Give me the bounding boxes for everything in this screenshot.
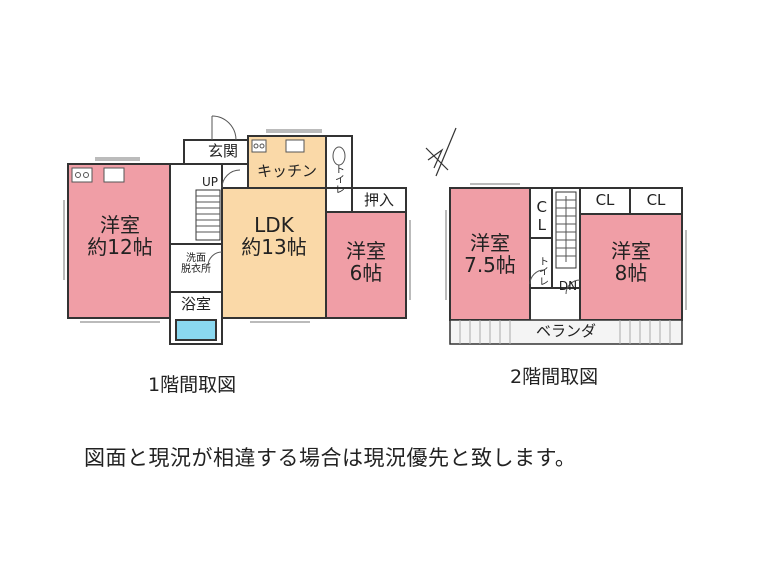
floor1-western-left-area	[67, 163, 171, 319]
floor2-western-left-label: 洋室 7.5帖	[450, 232, 530, 277]
floor1-western-right-area	[325, 211, 407, 319]
floor2-door-swings	[529, 269, 581, 295]
floor2-stair-treads	[556, 196, 576, 262]
floor1-entrance-area	[183, 139, 249, 165]
floor2-toilet-area	[529, 237, 553, 289]
notice-text: 図面と現況が相違する場合は現況優先と致します。	[84, 446, 577, 470]
floor2-caption: 2階間取図	[510, 366, 599, 388]
floor2-stairs-down-label: DN	[558, 279, 578, 293]
floor2-closet-c-label: CL	[646, 191, 666, 209]
floor2-closet-c-area	[629, 187, 683, 215]
floor2-closet-b-area	[579, 187, 631, 215]
floor2-balcony-hatch	[459, 320, 671, 344]
floor1-kitchen-label: キッチン	[256, 162, 317, 180]
floor1-storage-label: 押入	[363, 191, 394, 209]
floor1-ldk-text: LDK 約13帖	[241, 213, 307, 260]
floor1-western-left-text: 洋室 約12帖	[87, 213, 153, 260]
floor1-stairs-up-label: UP	[201, 175, 219, 189]
floor1-western-left-label: 洋室 約12帖	[70, 214, 170, 259]
floor2-western-left-text: 洋室 7.5帖	[464, 231, 516, 278]
floor2-toilet-label: トイレ	[536, 256, 548, 286]
floor2-closet-b-label: CL	[595, 191, 615, 209]
floor1-bath-label: 浴室	[180, 295, 211, 313]
floor1-entrance-label: 玄関	[207, 142, 238, 160]
floor2-western-right-label: 洋室 8帖	[580, 240, 682, 285]
floor2-windows	[445, 183, 687, 310]
floor2-western-right-area	[579, 213, 683, 321]
north-arrow-icon	[425, 127, 457, 177]
floor1-kitchen-fixtures	[71, 139, 346, 183]
floor1-caption: 1階間取図	[148, 374, 237, 396]
floor1-western-right-label: 洋室 6帖	[326, 240, 406, 285]
floor1-ldk-label: LDK 約13帖	[222, 214, 326, 259]
floor2-balcony-area	[449, 319, 683, 345]
floor1-windows	[63, 129, 411, 323]
floor1-washroom-label: 洗面 脱衣所	[170, 253, 222, 275]
floor1-western-right-text: 洋室 6帖	[346, 239, 386, 286]
floor1-door-swings	[207, 115, 241, 267]
floor2-western-left-area	[449, 187, 531, 321]
floor2-balcony-label: ベランダ	[535, 322, 596, 340]
floor1-bathtub	[175, 319, 217, 341]
floor2-western-right-text: 洋室 8帖	[611, 239, 651, 286]
floor1-toilet-label: トイレ	[332, 164, 344, 194]
floor1-washroom-text: 洗面 脱衣所	[181, 253, 211, 275]
floor2-closet-a-label: CL	[532, 198, 551, 234]
floor2-plan	[449, 187, 683, 345]
floor1-stair-treads	[196, 195, 220, 233]
